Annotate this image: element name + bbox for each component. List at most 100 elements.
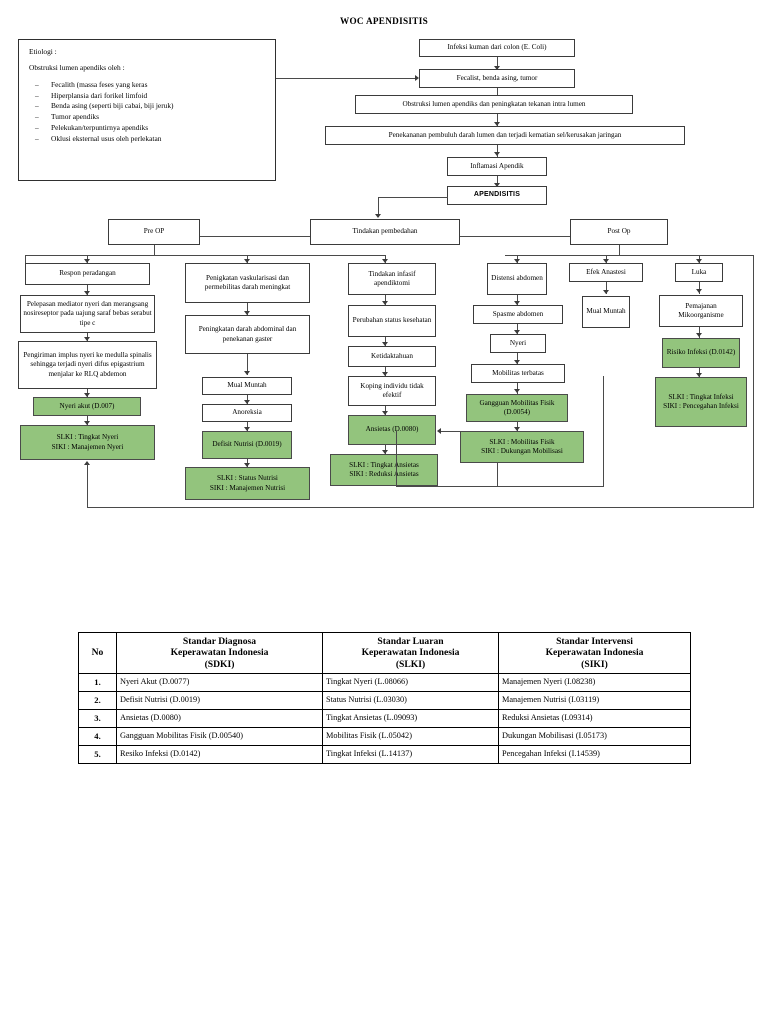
node-gangguan-mobilitas-fisik: Gangguan Mobilitas Fisik (D.0054) [466, 394, 568, 422]
arrowhead-down-icon [514, 259, 520, 263]
node-pengiriman-implus-nyeri: Pengiriman implus nyeri ke medulla spina… [18, 341, 157, 389]
arrowhead-down-icon [84, 393, 90, 397]
node-post-op: Post Op [570, 219, 668, 245]
cell-siki: Reduksi Ansietas (I.09314) [498, 708, 691, 728]
connector-bottom-bus [87, 507, 754, 508]
node-spasme-abdomen: Spasme abdomen [473, 305, 563, 324]
bullet-dash-icon: – [35, 133, 39, 143]
bullet-dash-icon: – [35, 123, 39, 132]
node-nyeri: Nyeri [490, 334, 546, 353]
etiologi-item-text: Fecalith (massa feses yang keras [51, 79, 148, 89]
cell-no: 1. [78, 672, 117, 692]
etiologi-subheading: Obstruksi lumen apendiks oleh : [29, 63, 125, 73]
cell-siki: Manajemen Nyeri (I.08238) [498, 672, 691, 692]
connector-v [247, 354, 248, 375]
connector-v [497, 176, 498, 186]
list-item: –Benda asing (seperti biji cabai, biji j… [29, 101, 265, 111]
cell-slki: Mobilitas Fisik (L.05042) [322, 726, 499, 746]
arrowhead-down-icon [244, 259, 250, 263]
connector-v [517, 295, 518, 305]
cell-siki: Manajemen Nutrisi (I.03119) [498, 690, 691, 710]
cell-siki: Dukungan Mobilisasi (I.05173) [498, 726, 691, 746]
connector-v [385, 445, 386, 454]
bullet-dash-icon: – [35, 79, 39, 89]
list-item: –Oklusi eksternal usus oleh perlekatan [29, 133, 265, 143]
arrowhead-down-icon [244, 427, 250, 431]
connector-v [603, 376, 604, 487]
cell-slki: Tingkat Infeksi (L.14137) [322, 744, 499, 764]
table-header-row: No Standar Diagnosa Keperawatan Indonesi… [78, 632, 691, 674]
arrowhead-down-icon [603, 290, 609, 294]
connector-preop-surgery [200, 236, 310, 237]
node-pelepasan-mediator-nyeri: Pelepasan mediator nyeri dan merangsang … [20, 295, 155, 333]
cell-slki: Tingkat Nyeri (L.08066) [322, 672, 499, 692]
arrowhead-down-icon [244, 311, 250, 315]
list-item: – Fecalith (massa feses yang keras [29, 79, 265, 89]
node-mual-muntah-anastesi: Mual Muntah [582, 296, 630, 328]
node-mual-muntah-nutrisi: Mual Muntah [202, 377, 292, 395]
cell-no: 2. [78, 690, 117, 710]
connector-v [517, 422, 518, 431]
node-tindakan-pembedahan: Tindakan pembedahan [310, 219, 460, 245]
arrowhead-down-icon [84, 337, 90, 341]
connector-v [619, 245, 620, 256]
cell-sdki: Defisit Nutrisi (D.0019) [116, 690, 323, 710]
arrowhead-down-icon [244, 400, 250, 404]
cell-no: 5. [78, 744, 117, 764]
node-tindakan-infasif: Tindakan infasif apendiktomi [348, 263, 436, 295]
arrowhead-down-icon [603, 259, 609, 263]
node-distensi-abdomen: Distensi abdomen [487, 263, 547, 295]
cell-no: 3. [78, 708, 117, 728]
connector-v [25, 255, 26, 263]
node-respon-peradangan: Respon peradangan [25, 263, 150, 285]
node-perubahan-status-kesehatan: Perubahan status kesehatan [348, 305, 436, 337]
node-fecalist: Fecalist, benda asing, tumor [419, 69, 575, 88]
arrowhead-down-icon [696, 333, 702, 337]
connector-v [87, 464, 88, 507]
node-inflamasi-apendik: Inflamasi Apendik [447, 157, 547, 176]
cell-siki: Pencegahan Infeksi (I.14539) [498, 744, 691, 764]
cell-sdki: Ansietas (D.0080) [116, 708, 323, 728]
node-apendisitis: APENDISITIS [447, 186, 547, 205]
arrowhead-up-icon [84, 461, 90, 465]
connector-v [87, 285, 88, 295]
arrowhead-down-icon [696, 373, 702, 377]
connector-etiologi-to-fecalist [276, 78, 416, 79]
etiologi-item-text: Benda asing (seperti biji cabai, biji je… [51, 101, 174, 111]
node-peningkatan-darah-abdominal: Peningkatan darah abdominal dan penekana… [185, 315, 310, 354]
connector-postop-bus [505, 255, 754, 256]
col-header-siki: Standar Intervensi Keperawatan Indonesia… [498, 632, 691, 674]
arrowhead-down-icon [382, 342, 388, 346]
arrowhead-down-icon [494, 183, 500, 187]
arrowhead-down-icon [514, 427, 520, 431]
col-header-slki: Standar Luaran Keperawatan Indonesia (SL… [322, 632, 499, 674]
node-penekanan-pembuluh-darah: Penekananan pembuluh darah lumen dan ter… [325, 126, 685, 145]
node-ansietas: Ansietas (D.0080) [348, 415, 436, 445]
arrowhead-right-icon [415, 75, 419, 81]
cell-sdki: Resiko Infeksi (D.0142) [116, 744, 323, 764]
arrowhead-down-icon [382, 450, 388, 454]
node-slki-siki-nyeri: SLKI : Tingkat Nyeri SIKI : Manajemen Ny… [20, 425, 155, 460]
node-ketidaktahuan: Ketidaktahuan [348, 346, 436, 367]
node-nyeri-akut: Nyeri akut (D.007) [33, 397, 141, 416]
connector-v [247, 303, 248, 315]
table-row: 3. Ansietas (D.0080) Tingkat Ansietas (L… [78, 708, 691, 728]
sdki-slki-siki-table: No Standar Diagnosa Keperawatan Indonesi… [78, 632, 691, 764]
connector-v [699, 282, 700, 294]
connector-v [517, 383, 518, 394]
col-header-no: No [78, 632, 117, 674]
node-luka: Luka [675, 263, 723, 282]
connector-v [497, 88, 498, 98]
node-slki-siki-mobilitas: SLKI : Mobilitas Fisik SIKI : Dukungan M… [460, 431, 584, 463]
arrowhead-down-icon [84, 259, 90, 263]
connector-v [497, 114, 498, 126]
list-item: –Hiperplansia dari forikel limfoid [29, 91, 265, 99]
arrowhead-down-icon [84, 291, 90, 295]
connector-v [385, 337, 386, 346]
node-slki-siki-infeksi: SLKI : Tingkat Infeksi SIKI : Pencegahan… [655, 377, 747, 427]
arrowhead-down-icon [696, 289, 702, 293]
connector-v [699, 327, 700, 338]
arrowhead-down-icon [514, 301, 520, 305]
list-item: –Tumor apendiks [29, 113, 265, 121]
connector-v [385, 295, 386, 305]
